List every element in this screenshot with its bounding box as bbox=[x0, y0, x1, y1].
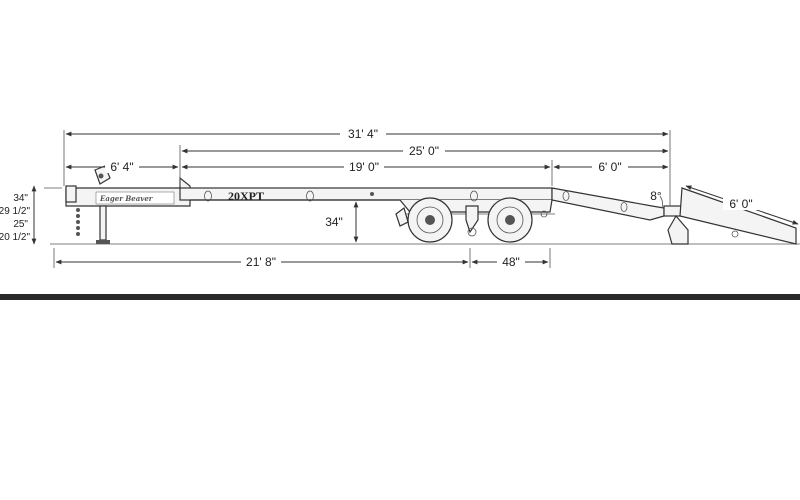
gooseneck-pin bbox=[98, 173, 104, 179]
dim-main-deck: 19' 0" bbox=[349, 160, 379, 174]
dim-gooseneck: 6' 4" bbox=[110, 160, 133, 174]
axle-bumper bbox=[395, 206, 409, 227]
stake-pocket bbox=[562, 191, 570, 201]
stake-pocket bbox=[620, 202, 628, 212]
brand-logo: Eager Beaver bbox=[95, 191, 175, 205]
ramp-hole bbox=[731, 230, 739, 238]
dim-deck-plus-dovetail: 25' 0" bbox=[409, 144, 439, 158]
brand-logo-text: Eager Beaver bbox=[99, 194, 154, 203]
ramp-foot bbox=[667, 214, 689, 245]
stake-pocket bbox=[204, 190, 212, 202]
dim-front-to-axle: 21' 8" bbox=[246, 255, 276, 269]
hitch-height: 20 1/2" bbox=[0, 232, 30, 243]
safety-chain bbox=[76, 208, 80, 236]
dim-overall-length: 31' 4" bbox=[348, 127, 378, 141]
dim-axle-spread: 48" bbox=[502, 255, 520, 269]
hitch-coupler bbox=[65, 185, 77, 203]
hitch-height: 34" bbox=[13, 193, 28, 204]
stake-pocket bbox=[470, 190, 478, 202]
dim-dovetail: 6' 0" bbox=[598, 160, 621, 174]
spring-hanger bbox=[465, 205, 479, 234]
axle-assembly bbox=[395, 197, 555, 243]
model-label: 20XPT bbox=[228, 189, 264, 203]
bolt bbox=[370, 192, 374, 196]
dimension-lines bbox=[31, 126, 799, 268]
hitch-height: 29 1/2" bbox=[0, 206, 30, 217]
dim-dovetail-angle: 8° bbox=[650, 189, 662, 203]
dim-deck-height: 34" bbox=[325, 215, 343, 229]
hitch-height: 25" bbox=[13, 219, 28, 230]
jack-stand bbox=[96, 205, 110, 244]
stake-pocket bbox=[306, 190, 314, 202]
section-divider bbox=[0, 294, 800, 300]
dim-ramp: 6' 0" bbox=[729, 197, 752, 211]
